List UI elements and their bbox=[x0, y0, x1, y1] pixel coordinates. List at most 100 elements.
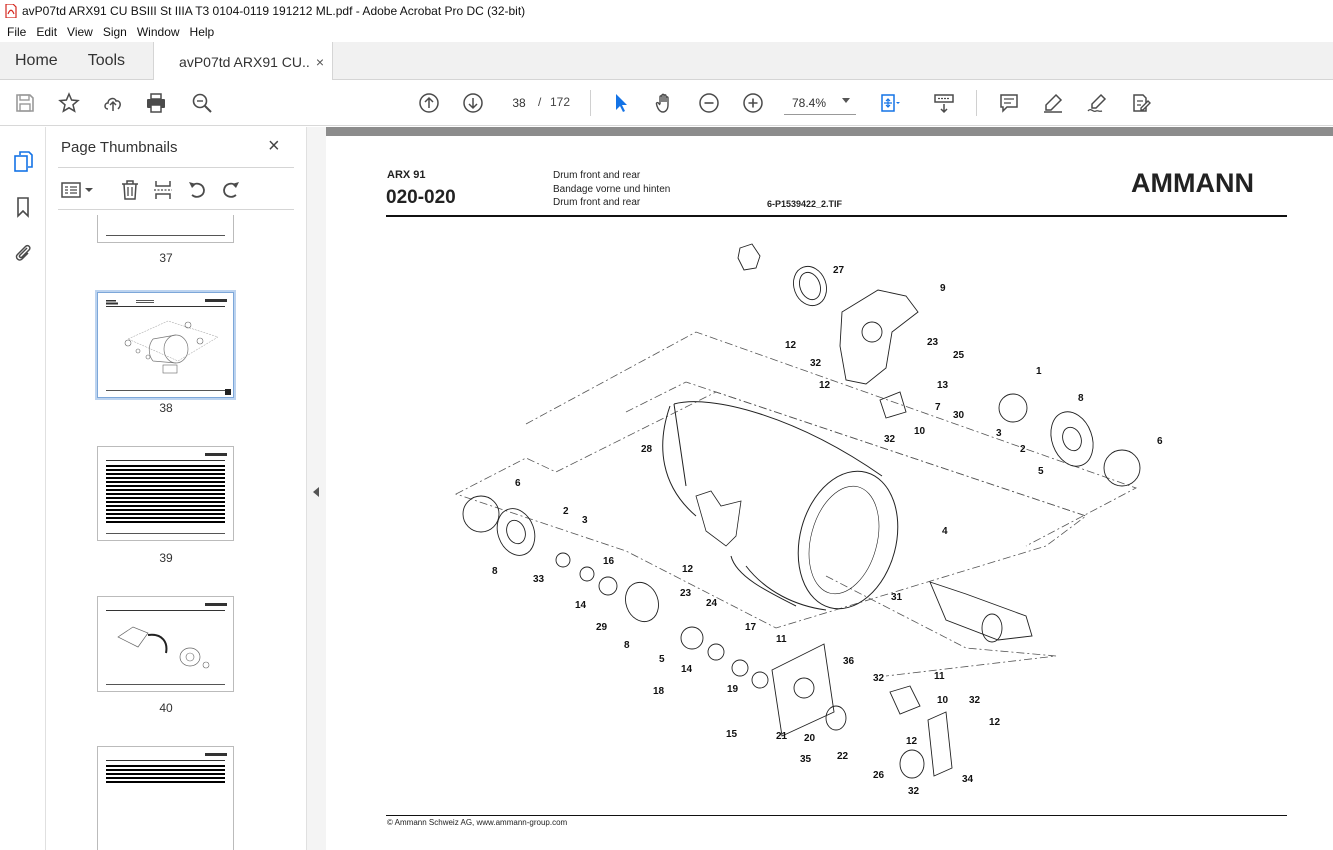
bookmark-icon[interactable] bbox=[11, 195, 35, 219]
callout: 24 bbox=[706, 598, 718, 609]
chevron-left-icon bbox=[313, 487, 319, 497]
fit-page-icon[interactable] bbox=[876, 90, 902, 116]
tab-home[interactable]: Home bbox=[15, 51, 58, 69]
delete-page-icon[interactable] bbox=[117, 177, 143, 203]
thumbnail-label: 39 bbox=[159, 551, 173, 565]
attachment-paperclip-icon[interactable] bbox=[11, 241, 35, 265]
page-total: 172 bbox=[550, 95, 571, 109]
thumbnail-page-39[interactable] bbox=[97, 446, 234, 541]
menu-view[interactable]: View bbox=[67, 25, 93, 39]
copyright-footer: © Ammann Schweiz AG, www.ammann-group.co… bbox=[387, 818, 568, 827]
tab-document-label: avP07td ARX91 CU... bbox=[179, 53, 310, 70]
page-number-input[interactable]: 38 bbox=[504, 91, 534, 115]
description-en: Drum front and rear bbox=[553, 170, 641, 181]
next-page-icon[interactable] bbox=[460, 90, 486, 116]
title-bar: avP07td ARX91 CU BSIII St IIIA T3 0104-0… bbox=[0, 0, 1333, 22]
hand-tool-icon[interactable] bbox=[652, 90, 678, 116]
drum-shell bbox=[662, 401, 899, 611]
thumbnail-table bbox=[106, 465, 225, 525]
brand-logo: AMMANN bbox=[1131, 168, 1254, 198]
page-thumbnails-panel: Page Thumbnails × 37 bbox=[46, 127, 343, 850]
edit-pdf-icon[interactable] bbox=[1128, 90, 1154, 116]
sign-pen-icon[interactable] bbox=[1084, 90, 1110, 116]
zoom-level-select[interactable]: 78.4% bbox=[784, 91, 856, 115]
save-icon[interactable] bbox=[12, 90, 38, 116]
thumbnail-page-38[interactable] bbox=[95, 290, 236, 400]
assembly-dashed-lines bbox=[454, 331, 1137, 677]
search-zoom-icon[interactable] bbox=[189, 90, 215, 116]
tab-bar: Home Tools avP07td ARX91 CU... × bbox=[0, 42, 1333, 81]
pdf-page: ARX 91 020-020 Drum front and rear Banda… bbox=[326, 136, 1333, 850]
zoom-in-icon[interactable] bbox=[740, 90, 766, 116]
callout: 7 bbox=[935, 402, 941, 413]
callout: 9 bbox=[940, 283, 946, 294]
previous-page-icon[interactable] bbox=[416, 90, 442, 116]
rotate-clockwise-icon[interactable] bbox=[218, 177, 244, 203]
page-code: 020-020 bbox=[386, 187, 456, 208]
callout: 23 bbox=[680, 588, 692, 599]
panel-collapse-handle[interactable] bbox=[306, 127, 326, 850]
thumbnail-logo bbox=[205, 299, 227, 302]
thumbnail-label: 40 bbox=[159, 701, 173, 715]
toolbar-divider bbox=[590, 90, 591, 116]
extract-pages-icon[interactable] bbox=[150, 177, 176, 203]
callout: 29 bbox=[596, 622, 608, 633]
thumbnail-page-41[interactable] bbox=[97, 746, 234, 850]
close-panel-icon[interactable]: × bbox=[268, 135, 280, 157]
callout: 32 bbox=[884, 434, 896, 445]
callout: 6 bbox=[515, 478, 521, 489]
document-viewer[interactable]: ARX 91 020-020 Drum front and rear Banda… bbox=[326, 127, 1333, 850]
thumbnail-footer-rule bbox=[106, 235, 225, 236]
thumbnail-header-rule bbox=[106, 760, 225, 761]
panel-divider bbox=[58, 167, 294, 168]
thumbnail-list[interactable]: 37 38 bbox=[46, 215, 292, 850]
thumbnail-options-icon[interactable] bbox=[60, 177, 96, 203]
callout: 35 bbox=[800, 754, 812, 765]
zoom-out-icon[interactable] bbox=[696, 90, 722, 116]
menu-bar: File Edit View Sign Window Help bbox=[0, 22, 1333, 42]
thumbnail-footer-rule bbox=[106, 390, 225, 391]
callout: 25 bbox=[953, 350, 965, 361]
bottom-parts bbox=[771, 581, 1033, 779]
thumbnail-drawing bbox=[117, 626, 210, 669]
scroll-mode-icon[interactable] bbox=[931, 90, 957, 116]
top-parts bbox=[737, 243, 1141, 487]
thumbnail-footer-rule bbox=[106, 533, 225, 534]
left-parts bbox=[462, 495, 769, 689]
thumbnail-page-40[interactable] bbox=[97, 596, 234, 692]
thumbnail-page-37[interactable] bbox=[97, 215, 234, 243]
thumbnail-resize-handle[interactable] bbox=[225, 389, 231, 395]
bookmark-star-icon[interactable] bbox=[56, 90, 82, 116]
thumbnail-toolbar-divider bbox=[58, 209, 294, 210]
callout: 12 bbox=[819, 380, 831, 391]
menu-file[interactable]: File bbox=[7, 25, 27, 39]
upload-cloud-icon[interactable] bbox=[100, 90, 126, 116]
highlight-pen-icon[interactable] bbox=[1040, 90, 1066, 116]
select-cursor-icon[interactable] bbox=[608, 90, 634, 116]
tab-document[interactable]: avP07td ARX91 CU... × bbox=[153, 42, 334, 81]
page-thumbnails-icon[interactable] bbox=[11, 149, 35, 173]
callout: 28 bbox=[641, 444, 653, 455]
close-tab-icon[interactable]: × bbox=[315, 53, 325, 70]
callout: 22 bbox=[837, 751, 849, 762]
callout: 12 bbox=[989, 717, 1001, 728]
thumbnail-footer-rule bbox=[106, 684, 225, 685]
callout: 30 bbox=[953, 410, 965, 421]
menu-help[interactable]: Help bbox=[189, 25, 215, 39]
menu-sign[interactable]: Sign bbox=[102, 25, 127, 39]
rotate-counterclockwise-icon[interactable] bbox=[184, 177, 210, 203]
callout: 12 bbox=[785, 340, 797, 351]
callout: 5 bbox=[1038, 466, 1044, 477]
callout: 31 bbox=[891, 592, 903, 603]
tab-tools[interactable]: Tools bbox=[87, 51, 126, 69]
callout: 2 bbox=[563, 506, 569, 517]
callout: 6 bbox=[1157, 436, 1163, 447]
thumbnail-header-rule bbox=[106, 460, 225, 461]
menu-window[interactable]: Window bbox=[136, 25, 180, 39]
comment-icon[interactable] bbox=[996, 90, 1022, 116]
print-icon[interactable] bbox=[143, 90, 169, 116]
page-description: Drum front and rear Bandage vorne und hi… bbox=[553, 169, 670, 210]
menu-edit[interactable]: Edit bbox=[36, 25, 58, 39]
callout: 32 bbox=[873, 673, 885, 684]
thumbnail-logo bbox=[205, 603, 227, 606]
